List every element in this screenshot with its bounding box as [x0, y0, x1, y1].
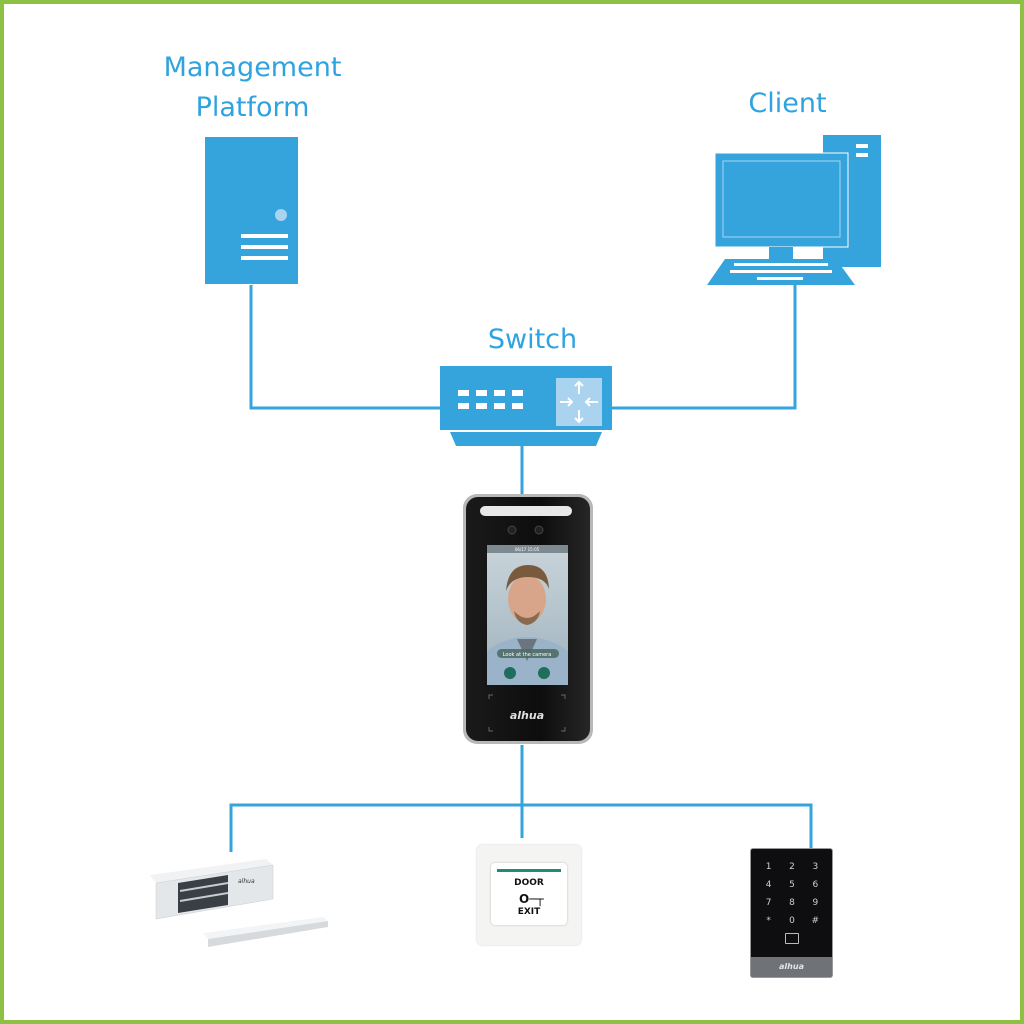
management-label-line2: Platform: [195, 92, 310, 123]
exit-button: DOOR O─┬ EXIT: [477, 845, 581, 945]
keypad-key: 7: [765, 898, 772, 908]
keypad-keys: 1 2 3 4 5 6 7 8 9 * 0 #: [757, 861, 827, 927]
keypad-key: *: [766, 916, 771, 926]
management-platform-label: Management Platform: [130, 48, 375, 128]
keypad-key: 2: [789, 862, 795, 872]
line-management-switch: [249, 285, 440, 410]
keypad-key: 1: [765, 862, 772, 872]
key-icon: O─┬: [519, 892, 544, 906]
keypad-key: 8: [789, 898, 795, 908]
keypad-base: alhua: [751, 957, 832, 977]
management-label-line1: Management: [163, 52, 342, 83]
exit-button-face: DOOR O─┬ EXIT: [491, 863, 567, 925]
keypad-key: 3: [812, 862, 819, 872]
keypad-key: #: [811, 916, 820, 926]
desktop-computer-icon: [707, 135, 881, 285]
magnetic-lock: alhua: [150, 859, 328, 947]
network-switch-icon: [440, 366, 612, 446]
switch-label: Switch: [487, 324, 578, 355]
keypad-key: 0: [789, 916, 795, 926]
line-client-switch: [612, 285, 797, 410]
exit-text: EXIT: [517, 907, 541, 917]
face-recognition-terminal: Look at the camera 06/17 15:05 alhua: [463, 494, 593, 744]
door-text: DOOR: [514, 878, 544, 888]
server-icon: [205, 137, 298, 284]
keypad-key: 9: [812, 898, 819, 908]
keypad-key: 6: [812, 880, 819, 890]
terminal-brand-logo: alhua: [510, 709, 544, 722]
keypad-key: 4: [765, 880, 772, 890]
client-label: Client: [748, 88, 827, 119]
keypad-key: 5: [789, 880, 795, 890]
keypad-brand: alhua: [779, 962, 804, 971]
exit-button-indicator: [497, 869, 561, 872]
card-reader-keypad: 1 2 3 4 5 6 7 8 9 * 0 # alhua: [750, 848, 833, 978]
screen-prompt-text: Look at the camera: [503, 652, 552, 658]
maglock-brand: alhua: [238, 878, 255, 885]
screen-status-time: 06/17 15:05: [515, 547, 540, 552]
card-icon: [785, 933, 799, 944]
